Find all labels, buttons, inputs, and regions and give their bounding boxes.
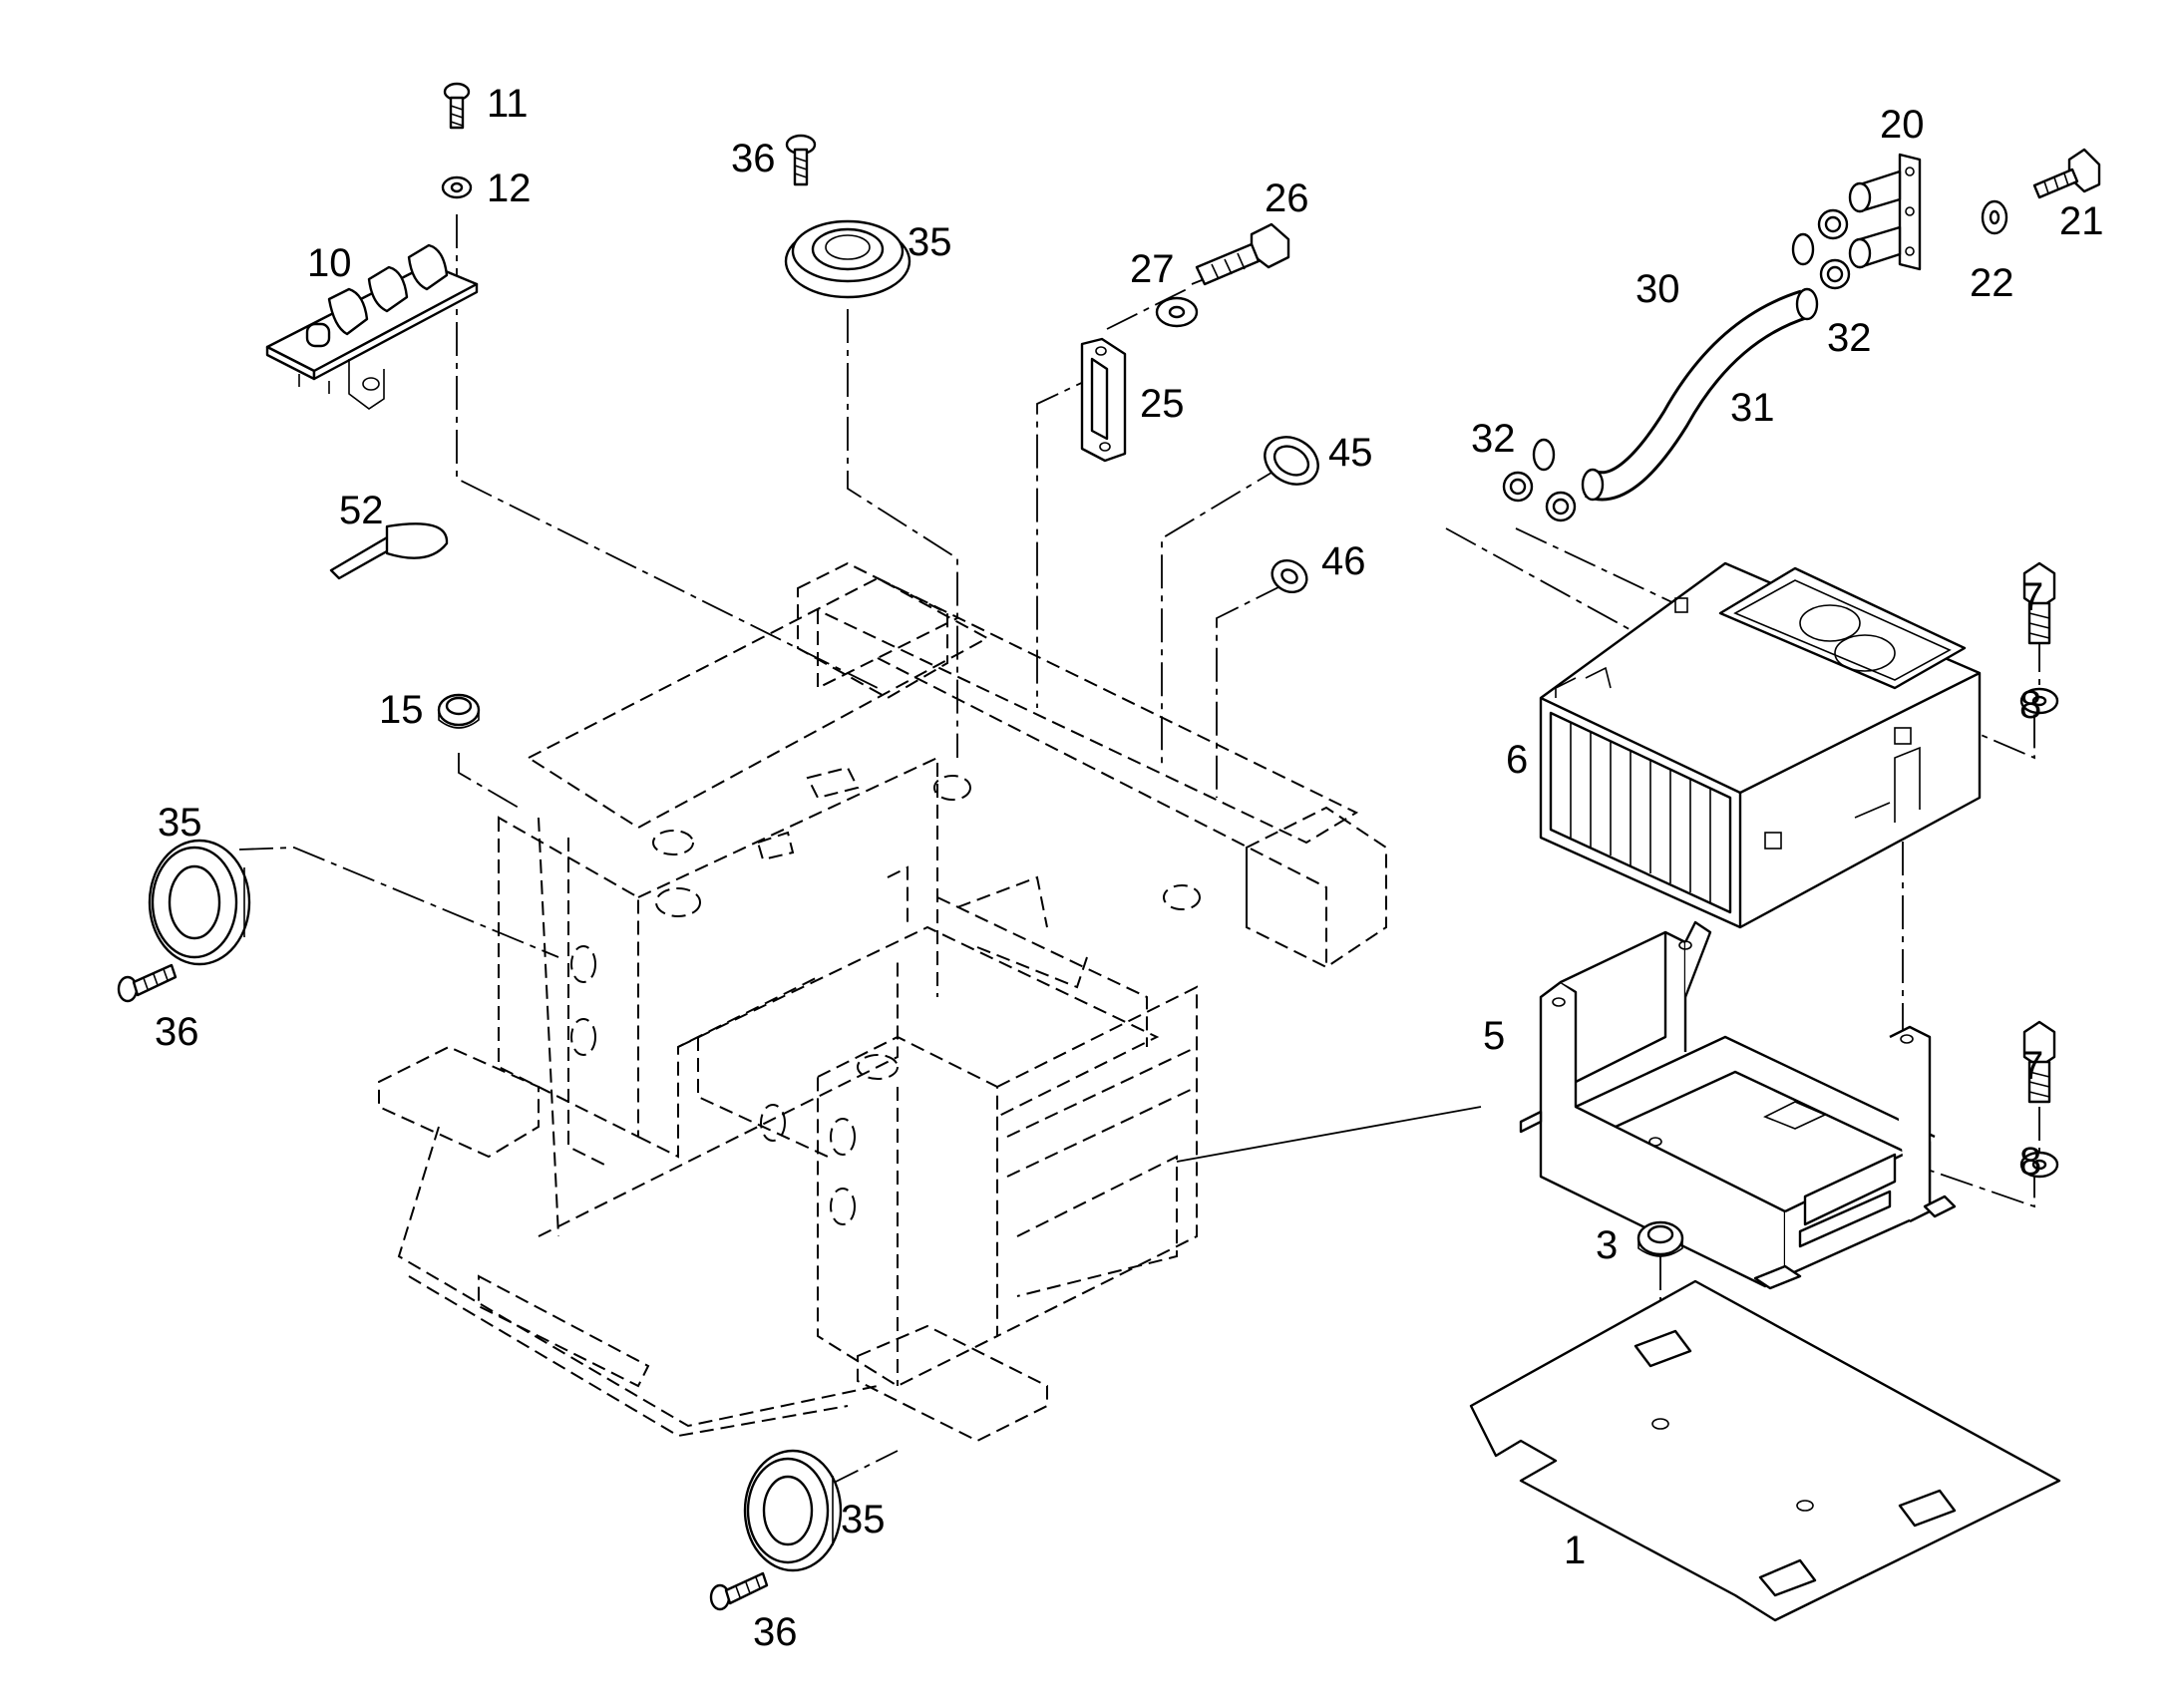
callout-c36a: 36 [731, 137, 776, 180]
fitting-plate-20-icon [1848, 153, 1922, 271]
washer-12-icon [441, 175, 473, 199]
grommet-45-icon [1264, 436, 1319, 486]
grommet-35-left-icon [148, 839, 251, 966]
callout-labels: 1112103635262725454652153536202122303231… [155, 82, 2104, 1654]
hose-30-icon [1532, 232, 1815, 472]
callout-c30: 30 [1635, 267, 1680, 311]
callout-c6: 6 [1506, 738, 1528, 782]
callout-c3: 3 [1596, 1223, 1618, 1267]
main-frame [378, 561, 1387, 1443]
grommet-3-icon [1636, 1220, 1684, 1257]
grommet-35-top-icon [784, 219, 911, 299]
floor-plate-1-icon [1469, 1279, 2061, 1622]
callout-c35c: 35 [841, 1498, 886, 1541]
washer-27-icon [1155, 296, 1199, 328]
callout-c27: 27 [1130, 247, 1175, 291]
grommet-46-icon [1271, 558, 1308, 594]
bracket-5-icon [1519, 920, 1957, 1290]
callout-c35a: 35 [908, 220, 952, 264]
callout-c7a: 7 [2021, 575, 2043, 619]
callout-c36b: 36 [155, 1010, 199, 1054]
callout-c52: 52 [339, 489, 384, 532]
screw-36-left-icon [117, 963, 178, 1003]
callout-c20: 20 [1880, 103, 1925, 147]
screw-11-icon [443, 82, 471, 130]
washer-8-upper-icon [2019, 687, 2059, 715]
callout-c5: 5 [1483, 1014, 1505, 1058]
callout-c45: 45 [1328, 431, 1373, 475]
callout-c12: 12 [487, 167, 532, 210]
washer-8-lower-icon [2019, 1151, 2059, 1179]
callout-c10: 10 [307, 241, 352, 285]
callout-c36c: 36 [753, 1610, 798, 1654]
callout-c8a: 8 [2019, 683, 2041, 727]
callout-c25: 25 [1140, 382, 1185, 426]
hose-31-icon [1581, 287, 1819, 502]
callout-c21: 21 [2059, 199, 2104, 243]
callout-c1: 1 [1564, 1529, 1586, 1572]
callout-c8b: 8 [2019, 1140, 2041, 1184]
bolt-7-upper-icon [2022, 561, 2056, 645]
callout-c22: 22 [1970, 261, 2014, 305]
callout-c35b: 35 [158, 801, 202, 845]
callout-c46: 46 [1321, 539, 1366, 583]
bolt-7-lower-icon [2022, 1020, 2056, 1104]
cable-tie-52-icon [329, 522, 449, 580]
callout-c11a: 11 [487, 82, 529, 126]
callout-c15: 15 [379, 688, 424, 732]
washer-22-icon [1981, 199, 2008, 235]
callout-c26: 26 [1265, 176, 1309, 220]
callout-c32b: 32 [1471, 417, 1516, 461]
screw-36-top-icon [785, 134, 817, 186]
bolt-26-icon [1195, 222, 1290, 286]
callout-c7b: 7 [2021, 1044, 2043, 1088]
heater-unit-6-icon [1539, 561, 1982, 929]
callout-c32a: 32 [1827, 316, 1872, 360]
handle-25-icon [1080, 337, 1127, 463]
bolt-21-icon [2032, 148, 2101, 199]
callout-c31: 31 [1730, 386, 1775, 430]
screw-36-bottom-icon [709, 1571, 769, 1611]
control-panel-10-icon [265, 243, 479, 410]
clamp-32-lower-icon [1502, 471, 1577, 522]
grommet-15-icon [437, 693, 481, 729]
clamp-32-upper-icon [1817, 208, 1851, 290]
grommet-35-bottom-icon [743, 1449, 843, 1572]
